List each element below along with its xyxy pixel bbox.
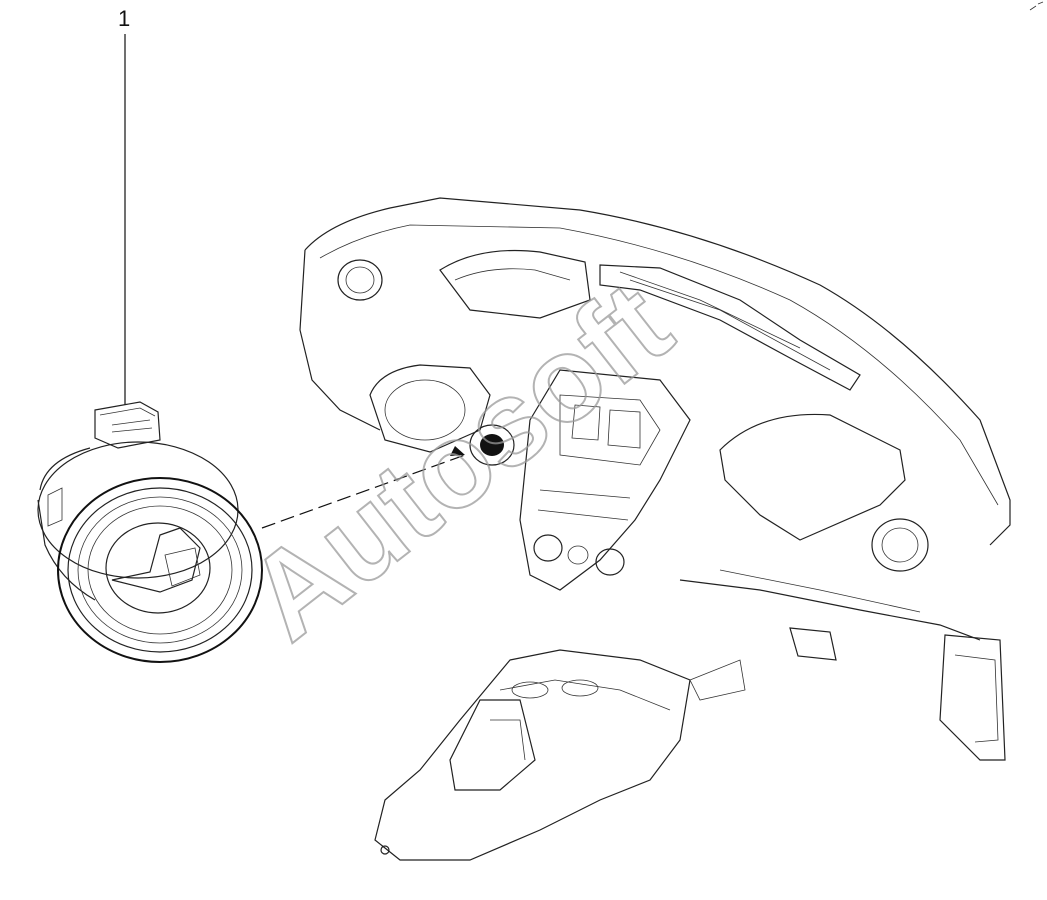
- callout-1-label: 1: [118, 6, 130, 31]
- watermark-text: Autosoft: [224, 256, 695, 665]
- corner-mark-icon: [1029, 1, 1044, 11]
- installation-arrow: [261, 446, 466, 529]
- ignition-bezel-ring-icon: [37, 401, 263, 663]
- dashboard-assembly-icon: [299, 197, 1011, 861]
